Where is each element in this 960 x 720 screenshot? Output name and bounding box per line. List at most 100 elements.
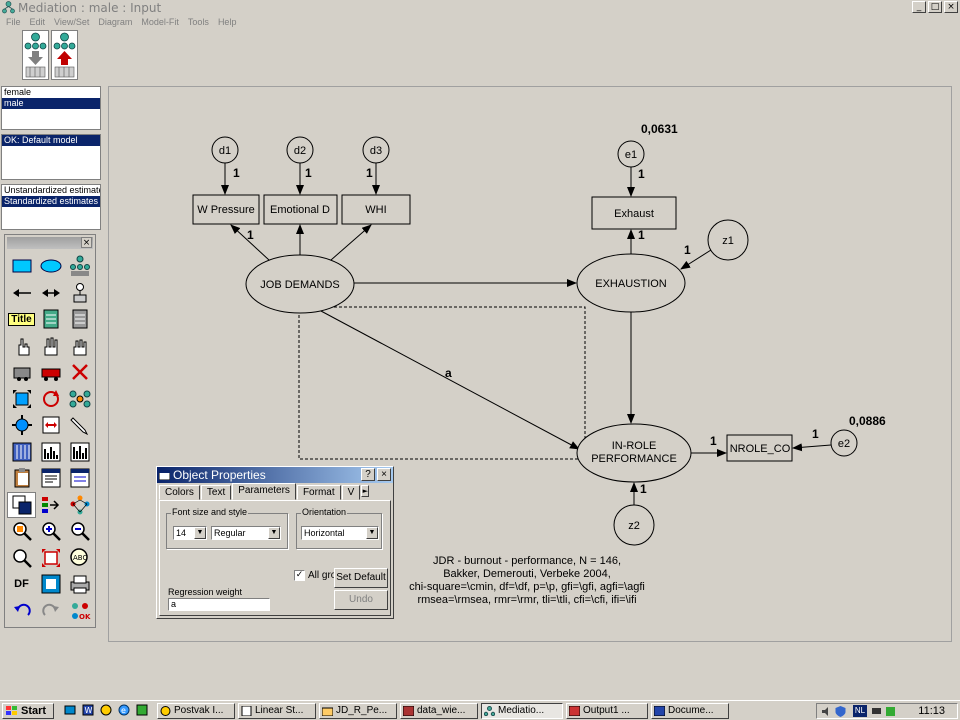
error-e2[interactable]: [830, 429, 858, 457]
list-dataset-tool[interactable]: [65, 306, 94, 333]
deselect-all-tool[interactable]: [65, 333, 94, 360]
preserve-symmetry-tool[interactable]: [36, 492, 65, 519]
group-item-male[interactable]: male: [2, 98, 100, 109]
text-output-tool[interactable]: [36, 465, 65, 492]
select-one-tool[interactable]: [7, 333, 36, 360]
task-button-1[interactable]: Postvak I...: [157, 703, 235, 719]
group-item-female[interactable]: female: [4, 87, 32, 97]
all-groups-checkbox[interactable]: ✓: [294, 570, 305, 581]
link-tool[interactable]: [36, 571, 65, 598]
language-indicator[interactable]: NL: [853, 705, 867, 717]
path-jd-inrole[interactable]: [320, 310, 580, 450]
start-button[interactable]: Start: [2, 703, 54, 719]
minimize-button[interactable]: _: [912, 1, 926, 13]
undo-tool[interactable]: [7, 598, 36, 625]
analysis-properties-tool[interactable]: [36, 439, 65, 466]
clipboard-tool[interactable]: [7, 465, 36, 492]
path-diagram[interactable]: d1 d2 d3 1 1 1 W Pressure Emotional D WH…: [109, 87, 953, 643]
menu-edit[interactable]: Edit: [29, 17, 46, 27]
zoom-out-tool[interactable]: [65, 518, 94, 545]
menu-view-set[interactable]: View/Set: [54, 17, 90, 27]
single-arrow-tool[interactable]: [7, 280, 36, 307]
help-button[interactable]: ?: [361, 468, 375, 481]
regression-weight-input[interactable]: a: [168, 598, 270, 611]
network-icon[interactable]: [871, 706, 882, 717]
dialog-close-button[interactable]: ×: [377, 468, 391, 481]
calculate-estimates-tool[interactable]: [65, 439, 94, 466]
menu-diagram[interactable]: Diagram: [98, 17, 133, 27]
menu-model-fit[interactable]: Model-Fit: [141, 17, 179, 27]
specification-search-tool[interactable]: [65, 492, 94, 519]
indicator-tool[interactable]: [65, 253, 94, 280]
maximize-button[interactable]: □: [928, 1, 942, 13]
title-tool[interactable]: Title: [7, 306, 36, 333]
orientation-select[interactable]: Horizontal ▼: [301, 526, 379, 540]
path-z1-exhaustion[interactable]: [680, 249, 712, 270]
object-properties-tool[interactable]: [65, 465, 94, 492]
speaker-icon[interactable]: [821, 706, 832, 717]
ellipse-tool[interactable]: [36, 253, 65, 280]
menu-file[interactable]: File: [6, 17, 21, 27]
estimates-item-standardized[interactable]: Standardized estimates: [2, 196, 100, 207]
move-tool[interactable]: [36, 359, 65, 386]
list-variables-tool[interactable]: [36, 306, 65, 333]
rotate-tool[interactable]: [36, 386, 65, 413]
zoom-in-tool[interactable]: [36, 518, 65, 545]
font-size-select[interactable]: 14 ▼: [173, 526, 207, 540]
path-e2-box[interactable]: [792, 443, 832, 452]
word-icon[interactable]: W: [82, 704, 94, 716]
box-work-pressure[interactable]: [192, 194, 260, 225]
font-style-select[interactable]: Regular ▼: [211, 526, 281, 540]
box-exhaust[interactable]: [591, 196, 677, 230]
undo-button[interactable]: Undo: [334, 590, 388, 610]
specification-search-ok-tool[interactable]: OK: [65, 598, 94, 625]
tab-visibility[interactable]: V: [341, 485, 361, 500]
object-properties-titlebar[interactable]: Object Properties ? ×: [157, 467, 393, 483]
view-input-button[interactable]: [22, 30, 49, 80]
groups-list[interactable]: female male: [1, 86, 101, 130]
rectangle-tool[interactable]: [7, 253, 36, 280]
zoom-page-tool[interactable]: [7, 545, 36, 572]
box-inrole-co[interactable]: [726, 434, 793, 462]
print-tool[interactable]: [65, 571, 94, 598]
loupe-tool[interactable]: ABC: [65, 545, 94, 572]
shield-icon[interactable]: [835, 706, 846, 717]
task-button-5[interactable]: Mediatio...: [481, 703, 563, 719]
data-files-tool[interactable]: [7, 439, 36, 466]
fit-page-tool[interactable]: [36, 545, 65, 572]
menu-tools[interactable]: Tools: [187, 17, 209, 27]
tab-text[interactable]: Text: [200, 485, 232, 500]
desktop-icon[interactable]: [64, 704, 76, 716]
task-button-7[interactable]: Docume...: [651, 703, 729, 719]
outlook-icon[interactable]: [100, 704, 112, 716]
set-default-button[interactable]: Set Default: [334, 568, 388, 588]
estimates-list[interactable]: Unstandardized estimates Standardized es…: [1, 184, 101, 230]
duplicate-tool[interactable]: [7, 359, 36, 386]
tool-palette-close-button[interactable]: ×: [81, 237, 92, 248]
task-button-4[interactable]: data_wie...: [400, 703, 478, 719]
antivirus-icon[interactable]: [885, 706, 896, 717]
path-jd-whi[interactable]: [330, 224, 372, 261]
view-output-button[interactable]: [51, 30, 78, 80]
reflect-indicators-tool[interactable]: [65, 386, 94, 413]
models-list[interactable]: OK: Default model: [1, 134, 101, 180]
menu-help[interactable]: Help: [217, 17, 237, 27]
scroll-tool[interactable]: [36, 412, 65, 439]
box-whi[interactable]: [341, 194, 411, 225]
task-button-3[interactable]: JD_R_Pe...: [319, 703, 397, 719]
tab-parameters[interactable]: Parameters: [232, 483, 296, 500]
estimates-item-unstandardized[interactable]: Unstandardized estimates: [4, 185, 100, 195]
tab-format[interactable]: Format: [296, 485, 341, 500]
tab-scroll-arrow-icon[interactable]: ►: [361, 485, 370, 497]
drag-properties-tool[interactable]: [7, 491, 36, 518]
close-button[interactable]: ×: [944, 1, 958, 13]
path-jd-workpressure[interactable]: [230, 224, 270, 261]
media-icon[interactable]: [136, 704, 148, 716]
erase-tool[interactable]: [65, 359, 94, 386]
error-z1[interactable]: [707, 219, 749, 261]
move-parameter-tool[interactable]: [7, 412, 36, 439]
zoom-select-tool[interactable]: [7, 518, 36, 545]
select-all-tool[interactable]: [36, 333, 65, 360]
model-item-default[interactable]: OK: Default model: [2, 135, 100, 146]
task-button-2[interactable]: Linear St...: [238, 703, 316, 719]
